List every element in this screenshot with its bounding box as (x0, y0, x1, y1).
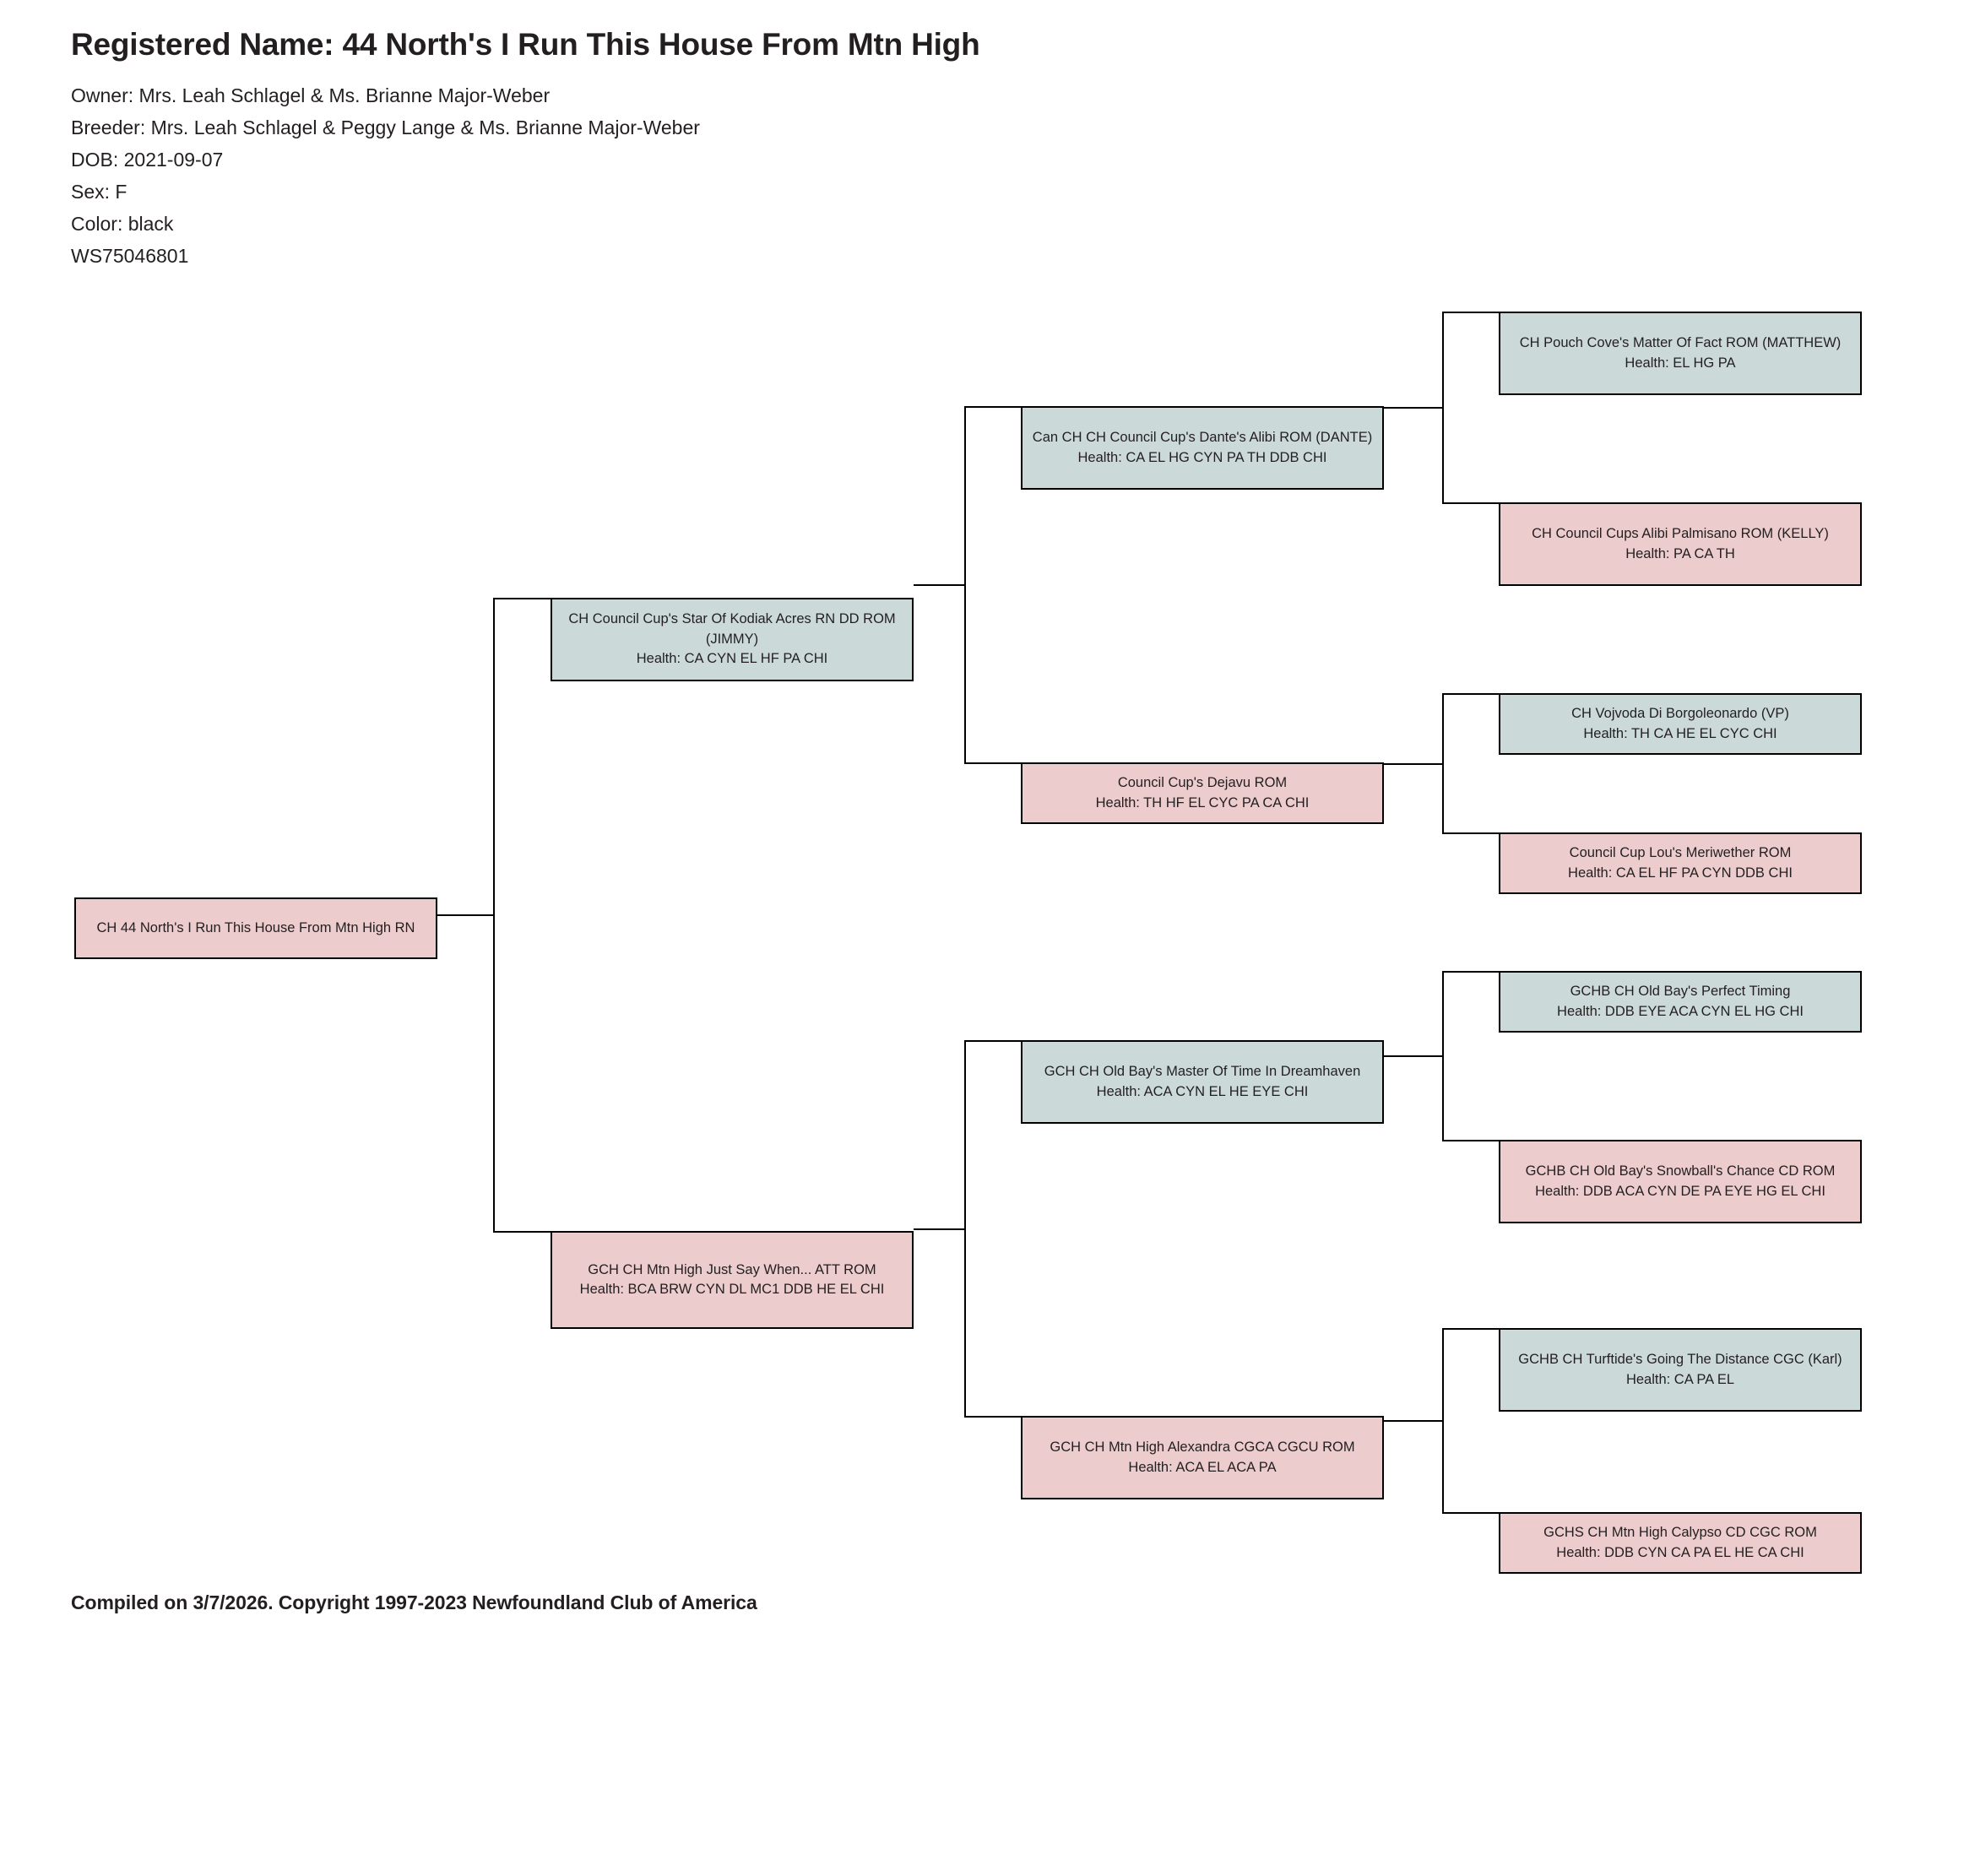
header-block: Registered Name: 44 North's I Run This H… (71, 25, 1675, 272)
dog-name: CH Council Cup's Star Of Kodiak Acres RN… (568, 611, 896, 647)
health-clearances: Health: CA PA EL (1625, 1371, 1735, 1387)
dog-name: CH Council Cups Alibi Palmisano ROM (KEL… (1532, 526, 1829, 542)
connector-stub-down-g2b (1442, 832, 1499, 834)
dog-name: GCHB CH Old Bay's Snowball's Chance CD R… (1525, 1163, 1836, 1179)
connector-lead-g2c (1384, 1055, 1444, 1057)
dog-name: Can CH CH Council Cup's Dante's Alibi RO… (1032, 430, 1373, 446)
node-gen3-3[interactable]: Council Cup Lou's Meriwether ROM Health: … (1499, 832, 1862, 894)
node-gen3-6[interactable]: GCHB CH Turftide's Going The Distance CG… (1499, 1328, 1862, 1412)
connector-lead-g2a (1384, 407, 1444, 409)
health-clearances: Health: CA EL HG CYN PA TH DDB CHI (1077, 449, 1327, 465)
connector-lead-g2b (1384, 762, 1444, 765)
dog-name: GCHB CH Old Bay's Perfect Timing (1570, 984, 1791, 1000)
health-clearances: Health: ACA CYN EL HE EYE CHI (1096, 1083, 1309, 1099)
connector-stub-up-g2b (1442, 693, 1499, 695)
connector-stub-down-g1d (964, 1416, 1021, 1418)
node-gen2-2[interactable]: GCH CH Old Bay's Master Of Time In Dream… (1021, 1040, 1384, 1124)
health-clearances: Health: CA EL HF PA CYN DDB CHI (1568, 865, 1793, 881)
connector-stub-up-g0 (493, 598, 551, 599)
node-subject[interactable]: CH 44 North's I Run This House From Mtn … (74, 897, 437, 959)
health-clearances: Health: DDB ACA CYN DE PA EYE HG EL CHI (1535, 1183, 1825, 1199)
dog-name: CH 44 North's I Run This House From Mtn … (96, 919, 415, 935)
connector-stub-down-g2a (1442, 502, 1499, 504)
sex-line: Sex: F (71, 181, 127, 203)
connector-stub-down-g0 (493, 1231, 551, 1233)
footer-copyright: Compiled on 3/7/2026. Copyright 1997-202… (71, 1591, 757, 1613)
node-gen3-2[interactable]: CH Vojvoda Di Borgoleonardo (VP) Health: … (1499, 693, 1862, 755)
connector-stub-down-g1s (964, 762, 1021, 764)
dog-name: GCH CH Old Bay's Master Of Time In Dream… (1044, 1064, 1361, 1080)
dob-line: DOB: 2021-09-07 (71, 149, 224, 171)
connector-stub-up-g1s (964, 406, 1021, 408)
dog-name: GCHB CH Turftide's Going The Distance CG… (1518, 1352, 1842, 1368)
registration-number: WS75046801 (71, 245, 189, 268)
node-gen1-sire[interactable]: CH Council Cup's Star Of Kodiak Acres RN… (551, 598, 914, 681)
connector-stub-down-g2c (1442, 1140, 1499, 1141)
color-line: Color: black (71, 213, 174, 236)
health-clearances: Health: EL HG PA (1625, 355, 1736, 371)
connector-stub-up-g2a (1442, 312, 1499, 313)
connector-stub-down-g2d (1442, 1512, 1499, 1514)
health-clearances: Health: TH HF EL CYC PA CA CHI (1095, 794, 1310, 811)
health-clearances: Health: PA CA TH (1625, 545, 1735, 561)
health-clearances: Health: TH CA HE EL CYC CHI (1583, 725, 1777, 741)
connector-lead-g1d (914, 1228, 966, 1230)
connector-stub-up-g2d (1442, 1328, 1499, 1330)
dog-name: GCH CH Mtn High Alexandra CGCA CGCU ROM (1050, 1440, 1355, 1456)
owner-line: Owner: Mrs. Leah Schlagel & Ms. Brianne … (71, 84, 551, 107)
node-gen2-1[interactable]: Council Cup's Dejavu ROM Health: TH HF EL… (1021, 762, 1384, 824)
connector-lead-g2d (1384, 1420, 1444, 1422)
node-gen3-0[interactable]: CH Pouch Cove's Matter Of Fact ROM (MATT… (1499, 312, 1862, 395)
node-gen3-5[interactable]: GCHB CH Old Bay's Snowball's Chance CD R… (1499, 1140, 1862, 1223)
health-clearances: Health: BCA BRW CYN DL MC1 DDB HE EL CHI (579, 1282, 885, 1297)
node-gen3-7[interactable]: GCHS CH Mtn High Calypso CD CGC ROM Healt… (1499, 1512, 1862, 1574)
dog-name: CH Vojvoda Di Borgoleonardo (VP) (1571, 706, 1789, 722)
health-clearances: Health: ACA EL ACA PA (1128, 1459, 1277, 1475)
node-gen2-3[interactable]: GCH CH Mtn High Alexandra CGCA CGCU ROM H… (1021, 1416, 1384, 1499)
dog-name: Council Cup Lou's Meriwether ROM (1569, 845, 1792, 861)
node-gen1-dam[interactable]: GCH CH Mtn High Just Say When... ATT ROM… (551, 1231, 914, 1329)
node-gen3-1[interactable]: CH Council Cups Alibi Palmisano ROM (KEL… (1499, 502, 1862, 586)
node-gen2-0[interactable]: Can CH CH Council Cup's Dante's Alibi RO… (1021, 406, 1384, 490)
connector-lead-g0 (437, 914, 495, 916)
health-clearances: Health: DDB EYE ACA CYN EL HG CHI (1557, 1003, 1804, 1019)
health-clearances: Health: DDB CYN CA PA EL HE CA CHI (1556, 1544, 1804, 1560)
health-clearances: Health: CA CYN EL HF PA CHI (636, 651, 828, 667)
dog-name: CH Pouch Cove's Matter Of Fact ROM (MATT… (1519, 335, 1842, 351)
page-title: Registered Name: 44 North's I Run This H… (71, 27, 980, 62)
dog-name: Council Cup's Dejavu ROM (1117, 775, 1288, 791)
connector-stub-up-g1d (964, 1040, 1021, 1042)
connector-stub-up-g2c (1442, 971, 1499, 973)
dog-name: GCHS CH Mtn High Calypso CD CGC ROM (1543, 1525, 1817, 1541)
breeder-line: Breeder: Mrs. Leah Schlagel & Peggy Lang… (71, 117, 700, 139)
dog-name: GCH CH Mtn High Just Say When... ATT ROM (588, 1261, 876, 1277)
connector-lead-g1s (914, 584, 966, 586)
